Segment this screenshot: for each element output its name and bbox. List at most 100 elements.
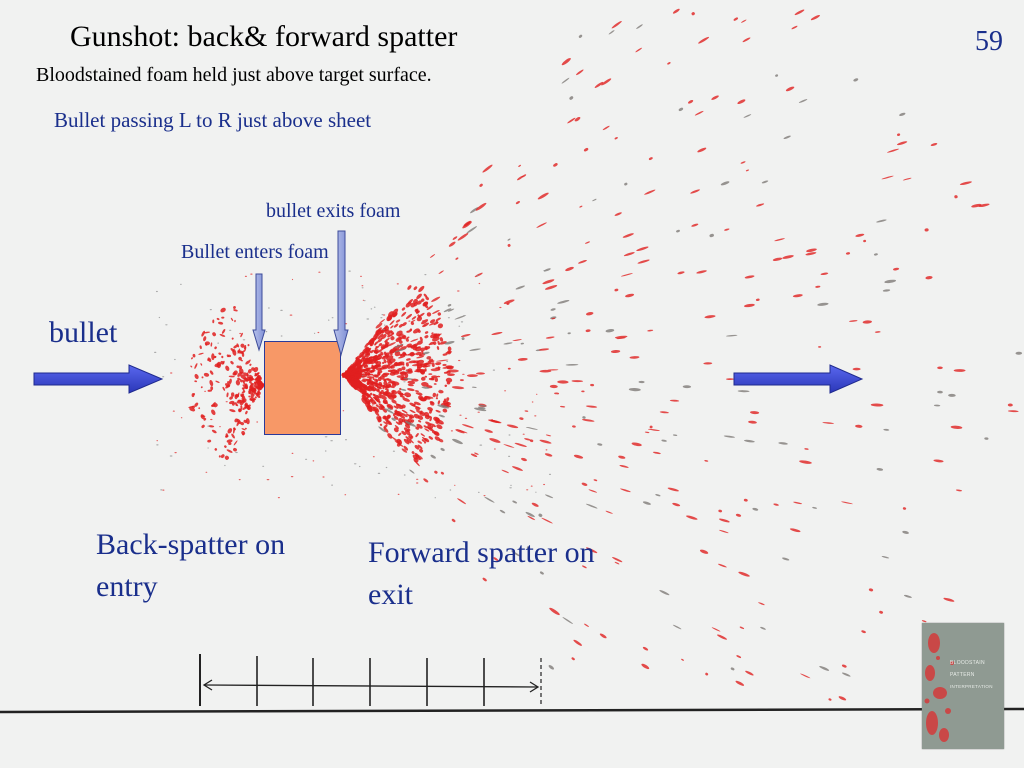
spatter-drop: [699, 549, 709, 554]
spatter-drop: [155, 290, 158, 293]
spatter-drop: [229, 329, 232, 331]
spatter-drop: [236, 365, 240, 369]
spatter-drop: [434, 333, 442, 337]
spatter-drop: [560, 405, 566, 408]
spatter-drop: [244, 346, 247, 352]
spatter-drop: [841, 664, 847, 668]
spatter-drop: [899, 112, 906, 117]
spatter-drop: [447, 346, 452, 352]
spatter-drop: [661, 439, 667, 442]
spatter-drop: [331, 484, 333, 486]
spatter-drop: [418, 285, 425, 293]
spatter-drop: [863, 239, 867, 243]
spatter-drop: [382, 329, 385, 331]
spatter-drop: [733, 17, 739, 21]
spatter-drop: [933, 459, 944, 463]
spatter-drop: [447, 369, 459, 373]
spatter-drop: [244, 275, 247, 277]
spatter-drop: [451, 518, 456, 523]
spatter-drop: [235, 394, 240, 398]
spatter-drop: [382, 314, 386, 316]
spatter-drop: [413, 401, 421, 406]
spatter-drop: [422, 322, 430, 328]
spatter-drop: [398, 367, 402, 372]
spatter-drop: [395, 421, 400, 425]
spatter-drop: [372, 456, 375, 458]
spatter-drop: [389, 351, 393, 356]
spatter-drop: [395, 319, 401, 323]
spatter-drop: [736, 655, 742, 658]
spatter-drop: [482, 164, 493, 173]
spatter-drop: [470, 453, 478, 458]
spatter-drop: [410, 321, 415, 326]
spatter-drop: [194, 373, 199, 380]
spatter-drop: [741, 19, 747, 23]
spatter-drop: [312, 460, 315, 462]
spatter-drop: [437, 323, 444, 329]
spatter-drop: [174, 358, 176, 361]
spatter-drop: [516, 175, 524, 181]
spatter-drop: [454, 484, 456, 486]
spatter-drop: [737, 99, 746, 105]
spatter-drop: [458, 359, 461, 362]
spatter-drop: [351, 368, 360, 373]
spatter-drop: [191, 393, 195, 398]
spatter-drop: [180, 283, 182, 285]
spatter-drop: [588, 489, 598, 493]
spatter-drop: [820, 272, 829, 276]
spatter-drop: [455, 429, 465, 434]
spatter-drop: [521, 174, 527, 178]
spatter-drop: [628, 387, 641, 392]
spatter-drop: [280, 309, 283, 311]
spatter-drop: [410, 419, 415, 423]
spatter-drop: [242, 339, 246, 341]
spatter-drop: [581, 482, 588, 486]
spatter-drop: [364, 359, 370, 364]
spatter-drop: [393, 323, 399, 328]
spatter-drop: [758, 602, 765, 606]
spatter-drop: [374, 378, 378, 382]
spatter-drop: [380, 406, 385, 411]
spatter-drop: [383, 378, 387, 382]
spatter-drop: [437, 340, 440, 346]
spatter-drop: [585, 503, 598, 509]
spatter-drop: [365, 367, 370, 372]
spatter-drop: [435, 409, 441, 413]
spatter-drop: [738, 571, 750, 577]
spatter-drop: [507, 238, 511, 241]
spatter-drop: [230, 392, 235, 397]
spatter-drop: [249, 374, 253, 379]
spatter-drop: [401, 430, 407, 436]
spatter-drop: [228, 400, 235, 405]
spatter-drop: [226, 449, 233, 453]
spatter-drop: [424, 274, 427, 276]
spatter-drop: [805, 252, 817, 256]
spatter-drop: [953, 369, 966, 372]
spatter-drop: [245, 410, 248, 415]
spatter-drop: [539, 571, 544, 575]
spatter-drop: [426, 305, 434, 311]
spatter-drop: [549, 607, 560, 616]
spatter-drop: [387, 407, 392, 411]
spatter-drop: [366, 400, 371, 405]
spatter-drop: [424, 375, 428, 378]
spatter-drop: [250, 387, 253, 391]
spatter-drop: [539, 369, 552, 373]
spatter-drop: [233, 427, 236, 431]
spatter-drop: [571, 657, 575, 661]
spatter-drop: [387, 332, 391, 336]
spatter-drop: [431, 296, 441, 302]
spatter-drop: [677, 271, 685, 275]
spatter-drop: [641, 663, 650, 670]
spatter-drop: [240, 350, 245, 354]
spatter-drop: [428, 358, 434, 362]
spatter-drop: [581, 390, 585, 393]
spatter-drop: [393, 313, 398, 318]
spatter-drop: [215, 380, 220, 383]
spatter-drop: [442, 363, 447, 367]
spatter-drop: [370, 308, 373, 310]
spatter-drop: [742, 37, 751, 43]
spatter-drop: [361, 397, 367, 405]
spatter-drop: [165, 324, 168, 326]
spatter-drop: [544, 285, 558, 290]
